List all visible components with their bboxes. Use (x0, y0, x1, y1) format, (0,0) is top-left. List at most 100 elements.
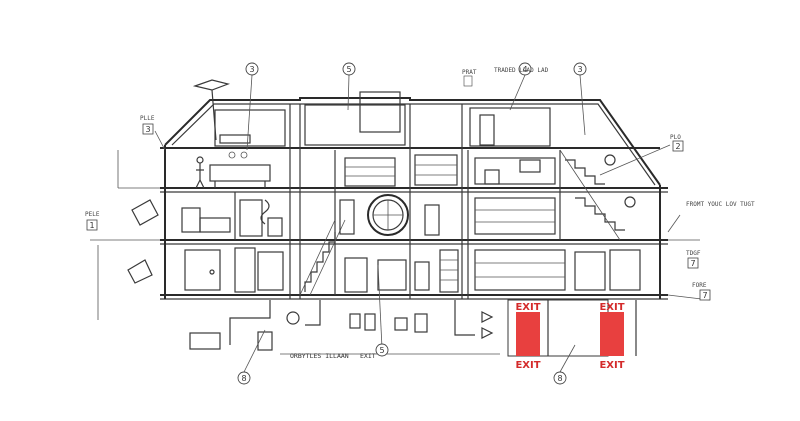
callout-4-top: 4 (518, 62, 532, 76)
building-shell (160, 91, 668, 300)
callout-box-3-left: 3 (142, 123, 154, 135)
bottom-exit-note: EXIT (360, 352, 376, 360)
pipe-run-mid (305, 300, 321, 326)
pipe-coil (260, 199, 270, 225)
room-furnishings (181, 134, 641, 293)
wall-gauge (624, 196, 636, 208)
plaque-left-upper (131, 199, 159, 226)
roof-inner-line (171, 103, 656, 186)
roof-outline (164, 97, 661, 186)
storage-cabinet (574, 251, 606, 291)
callout-5-bottom: 5 (375, 343, 389, 357)
tag-right-top: PLO (670, 134, 681, 141)
staircase-center (299, 219, 346, 296)
exit-door-left (516, 312, 540, 356)
svg-text:4: 4 (522, 65, 527, 74)
pipe-run-left (229, 300, 271, 345)
storage-racks (474, 249, 566, 291)
callout-box-2-right: 2 (672, 140, 684, 152)
antenna-mast (211, 89, 217, 141)
svg-text:5: 5 (379, 346, 384, 355)
antenna-dish (192, 79, 231, 91)
basement-utilities (90, 150, 711, 351)
sofa (199, 217, 231, 233)
attic-room-2 (304, 104, 406, 146)
svg-text:3: 3 (577, 65, 582, 74)
boiler-unit (267, 217, 283, 237)
closet-lower-left (184, 249, 221, 291)
side-plaques (127, 199, 159, 284)
bottom-note-text: ORBYTLES ILLAAN (290, 352, 349, 360)
door-lower-left (234, 247, 256, 293)
stairs (299, 149, 625, 296)
shelf-unit-center (344, 157, 396, 187)
callout-box-7-right: 7 (699, 289, 711, 301)
tag-right-mid: FROMT YOUC LOV TUGT (686, 201, 755, 208)
exit-label-bottom-left: EXIT (515, 360, 540, 371)
leader-lines (154, 74, 681, 373)
exit-door-right (600, 312, 624, 356)
tag-left-top: PLLE (140, 115, 155, 122)
extinguisher (424, 204, 440, 236)
attic-table (219, 134, 251, 144)
kitchen-counter (474, 157, 556, 185)
cabinet-center-lower (377, 259, 407, 291)
svg-text:7: 7 (702, 291, 707, 300)
callout-3-top-left: 3 (245, 62, 259, 76)
text-tags: PLLE PELE PRAT TRADED LLAD LAD PLO FROMT… (85, 67, 755, 289)
plaque-left-lower (127, 259, 153, 284)
attic-door (479, 114, 495, 146)
basement-valve (286, 311, 300, 325)
tag-left-mid: PELE (85, 211, 100, 218)
basement-tank (189, 332, 221, 350)
attic-chimney-box (359, 91, 401, 133)
staircase-right (559, 149, 625, 241)
circular-tank (367, 194, 409, 236)
basement-box (257, 331, 273, 351)
pipe-run-right (454, 300, 475, 336)
tag-right-bottom: FORE (692, 282, 707, 289)
desk-top-left (209, 164, 271, 182)
tag-top-mid: PRAT (462, 69, 477, 76)
tag-right-low: TDGF (686, 250, 701, 257)
callout-5-top: 5 (342, 62, 356, 76)
exit-label-top-left: EXIT (515, 302, 540, 313)
attic-room-3 (469, 107, 551, 147)
workshop-bench (474, 197, 556, 235)
svg-text:8: 8 (241, 374, 246, 383)
exit-label-bottom-right: EXIT (599, 360, 624, 371)
svg-text:3: 3 (249, 65, 254, 74)
callout-3-top-right: 3 (573, 62, 587, 76)
svg-text:8: 8 (557, 374, 562, 383)
svg-text:5: 5 (346, 65, 351, 74)
wall-clock (604, 154, 616, 166)
bottom-note: ORBYTLES ILLAAN EXIT (280, 352, 500, 360)
exit-label-top-right: EXIT (599, 302, 624, 313)
tag-top-mid-2: TRADED LLAD LAD (494, 67, 549, 74)
svg-text:7: 7 (690, 259, 695, 268)
callout-8-bottom-right: 8 (553, 371, 567, 385)
shelf-unit-2 (414, 154, 458, 186)
exit-doors: EXIT EXIT EXIT EXIT (507, 299, 637, 371)
callouts: 3 5 4 3 8 5 8 3 (86, 62, 711, 385)
svg-text:1: 1 (89, 221, 94, 230)
ladder (439, 249, 459, 293)
person-head (196, 156, 204, 164)
valve-symbol-2 (481, 327, 494, 339)
svg-text:2: 2 (675, 142, 680, 151)
roof-antenna (192, 79, 231, 141)
valve-symbol-1 (481, 311, 494, 323)
chair (181, 207, 201, 233)
callout-8-bottom-left: 8 (237, 371, 251, 385)
callout-box-1-left: 1 (86, 219, 98, 231)
door-center-lower (344, 257, 368, 293)
wardrobe (239, 199, 263, 237)
shower-stall (609, 249, 641, 291)
water-heater (414, 261, 430, 291)
svg-text:3: 3 (145, 125, 150, 134)
cabinet-lower-left (257, 251, 284, 291)
panel-center (339, 199, 355, 235)
callout-box-7-right-top: 7 (687, 257, 699, 269)
